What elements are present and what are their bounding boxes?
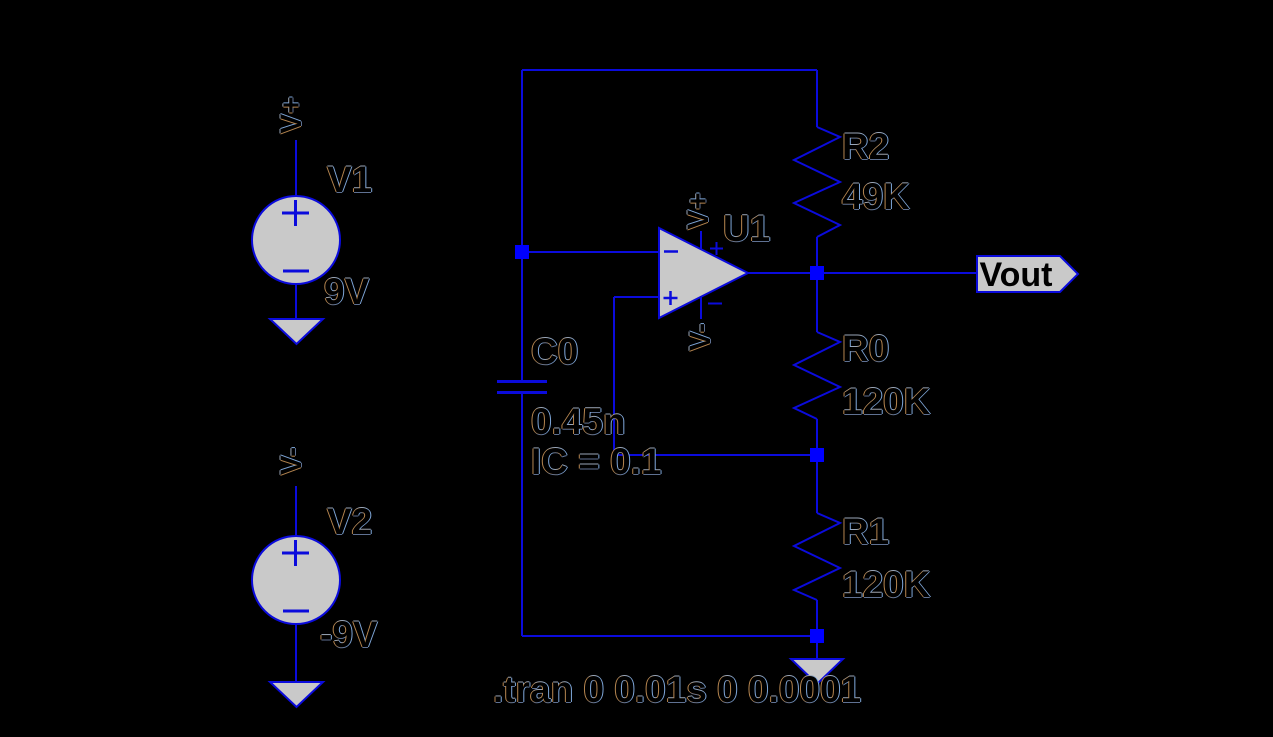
v1-value[interactable]: 9V bbox=[324, 271, 370, 312]
rail-plus-mark bbox=[710, 242, 723, 255]
noninverting-input-plus-mark bbox=[663, 291, 678, 305]
vout-net-flag[interactable] bbox=[976, 255, 1080, 293]
ground-symbol[interactable] bbox=[267, 681, 326, 709]
r0-symbol[interactable] bbox=[791, 331, 843, 420]
r0-value[interactable]: 120K bbox=[842, 381, 931, 422]
junction-dot bbox=[810, 629, 824, 643]
junction-dot bbox=[810, 266, 824, 280]
r1-designator[interactable]: R1 bbox=[842, 511, 890, 552]
c0-symbol[interactable] bbox=[497, 380, 547, 394]
junction-dots bbox=[515, 245, 824, 643]
v2-symbol[interactable] bbox=[251, 535, 341, 625]
vout-label[interactable]: Vout bbox=[979, 256, 1053, 294]
r2-symbol[interactable] bbox=[791, 126, 843, 238]
v1-symbol[interactable] bbox=[251, 195, 341, 285]
c0-initial-condition[interactable]: IC = 0.1 bbox=[531, 441, 662, 482]
voltage-source-body[interactable] bbox=[251, 195, 341, 285]
ground-symbol[interactable] bbox=[267, 318, 326, 346]
r1-value[interactable]: 120K bbox=[842, 564, 931, 605]
v2-designator[interactable]: V2 bbox=[327, 501, 373, 542]
v1-pin-label: V+ bbox=[275, 96, 308, 134]
junction-dot bbox=[810, 448, 824, 462]
r2-value[interactable]: 49K bbox=[842, 176, 910, 217]
c0-designator[interactable]: C0 bbox=[531, 331, 579, 372]
u1-designator[interactable]: U1 bbox=[723, 208, 771, 249]
wire-net bbox=[295, 69, 977, 682]
u1-vminus-pin-label: V- bbox=[684, 322, 717, 352]
r2-designator[interactable]: R2 bbox=[842, 126, 890, 167]
plus-mark bbox=[282, 540, 309, 566]
u1-symbol[interactable] bbox=[658, 226, 751, 320]
junction-dot bbox=[515, 245, 529, 259]
v2-pin-label: V- bbox=[275, 446, 308, 476]
opamp-triangle[interactable] bbox=[658, 226, 751, 320]
plus-mark bbox=[282, 200, 309, 226]
v1-designator[interactable]: V1 bbox=[327, 159, 373, 200]
r1-symbol[interactable] bbox=[791, 512, 843, 601]
spice-directive[interactable]: .tran 0 0.01s 0 0.0001 bbox=[493, 669, 862, 710]
v2-value[interactable]: -9V bbox=[320, 614, 378, 655]
voltage-source-body[interactable] bbox=[251, 535, 341, 625]
ground-symbol[interactable] bbox=[788, 658, 846, 686]
r0-designator[interactable]: R0 bbox=[842, 328, 890, 369]
u1-vplus-pin-label: V+ bbox=[682, 192, 715, 230]
c0-value[interactable]: 0.45n bbox=[531, 401, 626, 442]
